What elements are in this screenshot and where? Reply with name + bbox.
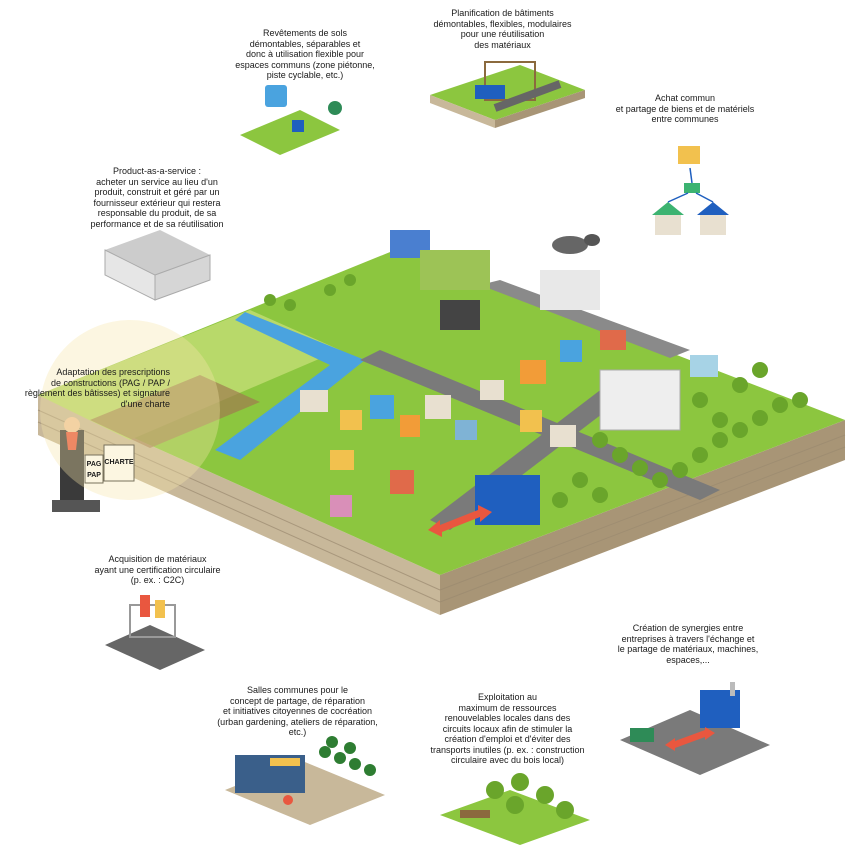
exchange-arrow [428,505,492,537]
vignette-industry [620,682,770,775]
label-adaptation: Adaptation des prescriptions de construc… [24,367,170,409]
vignette-shared-purchase [652,146,729,235]
label-acquisition: Acquisition de matériaux ayant une certi… [94,554,221,585]
brown-field [90,375,260,448]
vignette-hall [225,736,385,825]
charte-sign: CHARTE [104,459,134,466]
label-exploitation: Exploitation au maximum de ressources re… [430,692,585,765]
pag-sign: PAG [86,461,102,468]
label-revetements: Revêtements de sols démontables, séparab… [235,28,375,80]
speaker-figure [52,417,135,512]
vignette-cart [105,595,205,670]
vignette-wood [440,773,590,845]
label-achat: Achat commun et partage de biens et de m… [615,93,755,124]
vignette-building [430,61,585,128]
label-creation: Création de synergies entre entreprises … [617,623,759,665]
speaker-highlight [40,320,220,500]
farmland [38,310,340,440]
label-planification: Planification de bâtiments démontables, … [433,8,572,50]
vignette-floor [240,85,342,155]
road-top [480,280,690,358]
city-buildings [300,230,718,525]
pap-sign: PAP [87,472,101,479]
label-product: Product-as-a-service : acheter un servic… [90,166,224,229]
island-soil-left [38,395,440,615]
cloud-icon [552,236,588,254]
trees [264,274,808,508]
river [215,312,365,460]
label-salles: Salles communes pour le concept de parta… [217,685,378,737]
island-soil-right [440,420,845,615]
vignette-parking [104,230,211,301]
